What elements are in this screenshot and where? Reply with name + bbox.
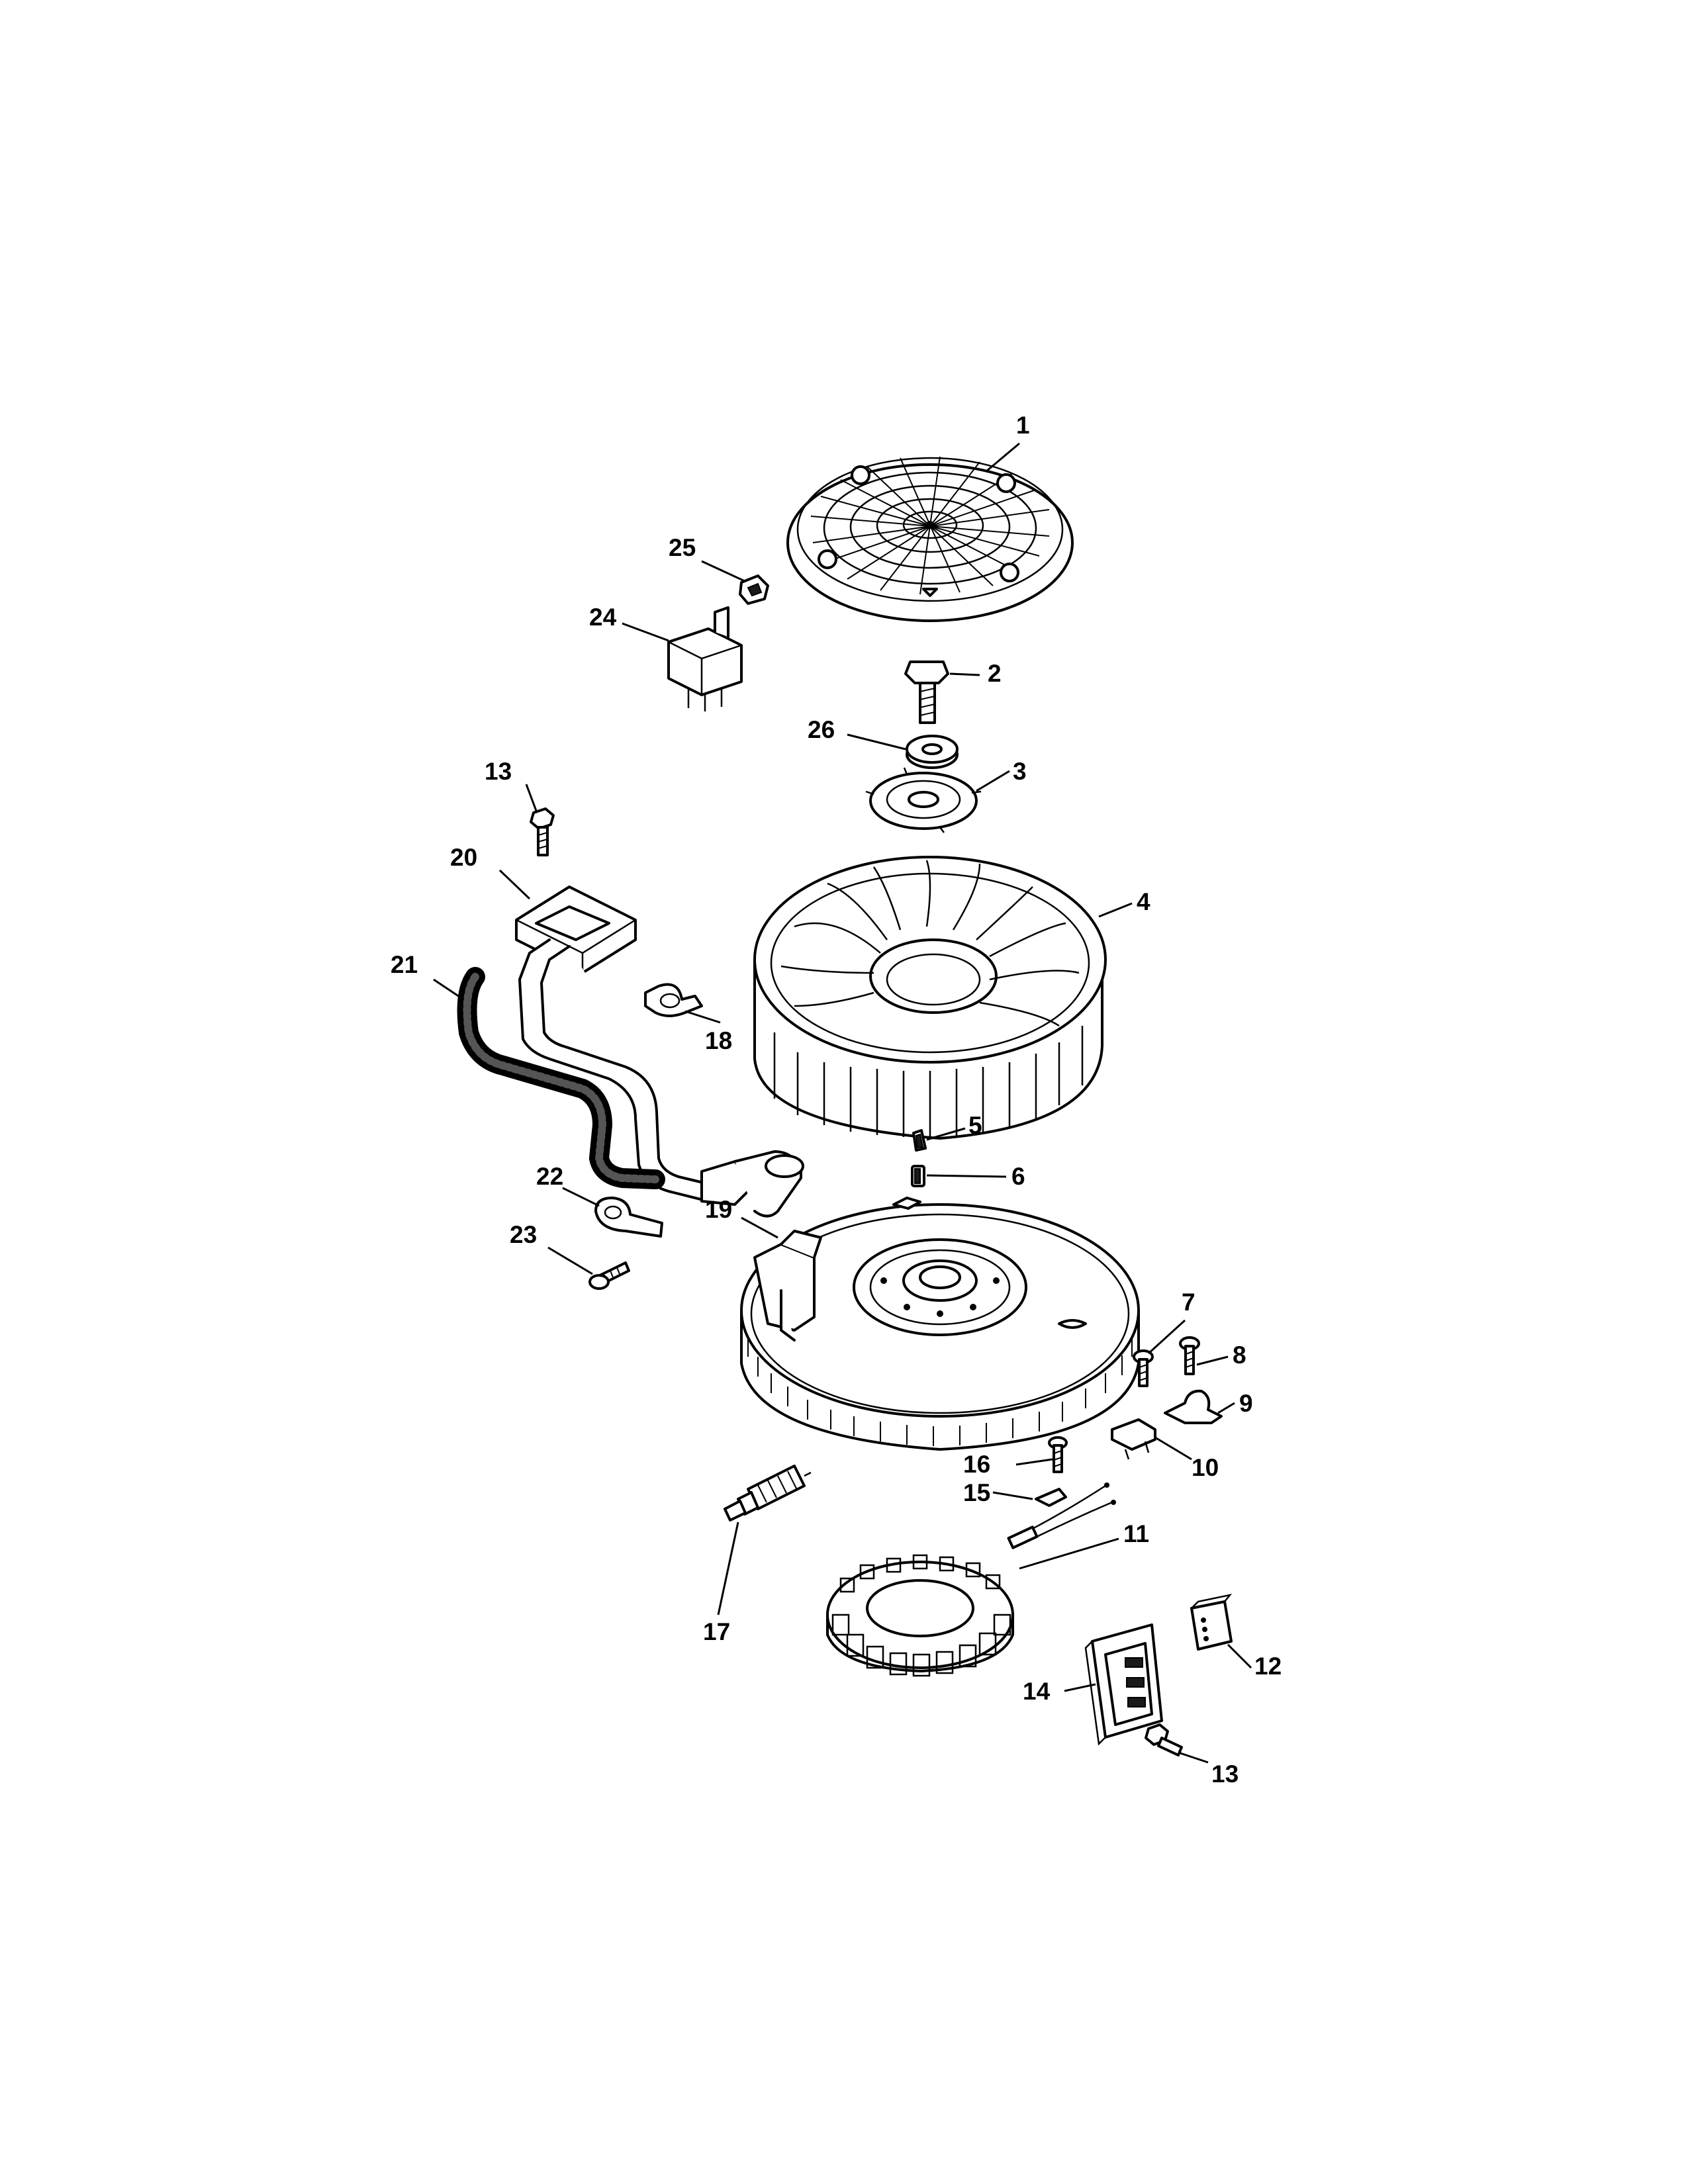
- fan-retainer-part: [865, 767, 982, 833]
- spark-plug-part: [724, 1465, 812, 1522]
- callout-22: 22: [536, 1163, 563, 1190]
- callout-5: 5: [968, 1112, 982, 1139]
- screw-upper-part: [530, 807, 555, 856]
- screw-16-part: [1048, 1436, 1068, 1473]
- wire-bracket-part: [1007, 1482, 1116, 1549]
- callout-13b: 13: [1211, 1760, 1239, 1788]
- ignition-module-part: [515, 886, 804, 1218]
- callout-13a: 13: [485, 758, 512, 785]
- regulator-part: [1084, 1623, 1163, 1746]
- callout-4: 4: [1137, 888, 1150, 915]
- grass-screen-part: [786, 456, 1074, 622]
- callout-25: 25: [669, 534, 696, 561]
- bracket-10-part: [1111, 1418, 1156, 1460]
- key-part: [911, 1165, 925, 1187]
- washer-part: [906, 735, 959, 769]
- callout-18: 18: [705, 1027, 732, 1054]
- callout-20: 20: [450, 844, 477, 871]
- callout-9: 9: [1239, 1390, 1253, 1417]
- leader-lines: [433, 442, 1252, 1764]
- callout-17: 17: [703, 1618, 730, 1645]
- stator-part: [826, 1554, 1014, 1677]
- callout-14: 14: [1023, 1678, 1051, 1705]
- callout-6: 6: [1011, 1163, 1025, 1190]
- screw-7-part: [1133, 1349, 1154, 1387]
- callout-8: 8: [1233, 1342, 1246, 1369]
- callout-1: 1: [1016, 412, 1030, 439]
- relay-clip-part: [739, 574, 769, 605]
- callout-16: 16: [963, 1451, 990, 1478]
- callout-15: 15: [963, 1479, 990, 1506]
- callout-24: 24: [589, 604, 617, 631]
- clamp-lower-part: [594, 1197, 663, 1238]
- clamp-part: [644, 983, 703, 1017]
- callout-7: 7: [1182, 1289, 1196, 1316]
- screw-23-part: [588, 1261, 630, 1290]
- callout-10: 10: [1192, 1454, 1219, 1481]
- flywheel-key-part: [912, 1129, 927, 1152]
- callout-23: 23: [510, 1221, 537, 1248]
- cooling-fan-part: [753, 856, 1107, 1140]
- clamp-9-part: [1164, 1389, 1223, 1424]
- relay-part: [667, 606, 743, 711]
- screw-8-part: [1179, 1336, 1200, 1375]
- callout-21: 21: [391, 951, 418, 978]
- callout-2: 2: [988, 660, 1002, 687]
- flywheel-part: [740, 1197, 1140, 1451]
- callout-labels: 1 2 3 4 5 6 7 8 9 10 11 12 13 13 14 15 1…: [391, 412, 1282, 1788]
- callout-11: 11: [1123, 1520, 1149, 1547]
- callout-26: 26: [808, 716, 835, 743]
- flywheel-bolt-part: [904, 660, 949, 724]
- callout-12: 12: [1254, 1653, 1282, 1680]
- callout-3: 3: [1013, 758, 1027, 785]
- connector-12-part: [1190, 1594, 1233, 1651]
- callout-19: 19: [705, 1196, 732, 1223]
- screw-lower-part: [1145, 1723, 1183, 1756]
- hose-part: [457, 967, 665, 1189]
